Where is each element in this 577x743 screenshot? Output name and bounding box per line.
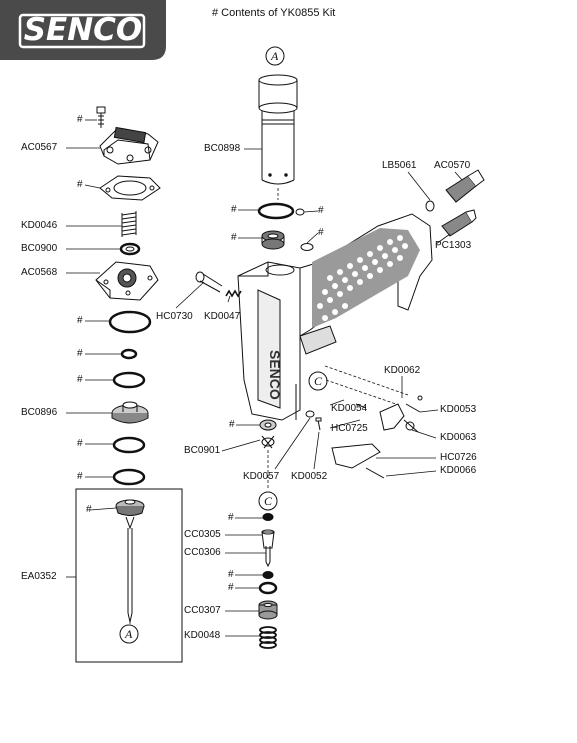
part-label-ac0570: AC0570 bbox=[434, 160, 471, 171]
senco-logo: SENCO bbox=[0, 0, 166, 60]
part-label-kd0048: KD0048 bbox=[184, 630, 221, 641]
part-label-hc0730: HC0730 bbox=[156, 311, 193, 322]
callout-c-lower: C bbox=[264, 494, 273, 508]
part-label-ac0567: AC0567 bbox=[21, 142, 58, 153]
part-label-kd0046: KD0046 bbox=[21, 220, 58, 231]
valve-washer bbox=[259, 419, 277, 449]
head-valve bbox=[95, 261, 159, 301]
valve-stem bbox=[261, 529, 275, 549]
hash-marker: # bbox=[318, 227, 324, 238]
small-o-ring bbox=[305, 410, 315, 418]
part-label-kd0057: KD0057 bbox=[243, 471, 280, 482]
part-label-kd0062: KD0062 bbox=[384, 365, 421, 376]
part-label-ea0352: EA0352 bbox=[21, 571, 57, 582]
part-label-kd0047: KD0047 bbox=[204, 311, 241, 322]
hash-marker: # bbox=[231, 232, 237, 243]
part-label-ac0568: AC0568 bbox=[21, 267, 58, 278]
washer-small bbox=[300, 243, 314, 251]
callout-a-top: A bbox=[271, 49, 279, 63]
callout-a-bottom-circle bbox=[119, 624, 139, 644]
part-label-hc0725: HC0725 bbox=[331, 423, 368, 434]
logo-text: SENCO bbox=[23, 12, 143, 48]
leader-lines bbox=[66, 119, 463, 637]
part-label-kd0054: KD0054 bbox=[331, 403, 368, 414]
part-label-cc0306: CC0306 bbox=[184, 547, 221, 558]
callout-c-lower-circle bbox=[258, 491, 278, 511]
o-ring-small bbox=[295, 208, 305, 216]
hash-marker: # bbox=[77, 315, 83, 326]
hash-marker: # bbox=[77, 114, 83, 125]
hash-marker: # bbox=[231, 204, 237, 215]
o-ring bbox=[258, 581, 278, 595]
cylinder-cap bbox=[99, 126, 159, 165]
part-label-kd0063: KD0063 bbox=[440, 432, 477, 443]
part-label-hc0726: HC0726 bbox=[440, 452, 477, 463]
page-title: # Contents of YK0855 Kit bbox=[212, 7, 336, 19]
valve-spring-lower bbox=[259, 626, 277, 649]
callout-c-housing-circle bbox=[308, 371, 328, 391]
valve-spring bbox=[225, 289, 242, 298]
o-ring bbox=[108, 310, 152, 334]
part-label-bc0898: BC0898 bbox=[204, 143, 241, 154]
part-label-cc0305: CC0305 bbox=[184, 529, 221, 540]
o-ring bbox=[112, 468, 146, 486]
part-label-cc0307: CC0307 bbox=[184, 605, 221, 616]
o-ring bbox=[262, 513, 274, 521]
hash-marker: # bbox=[77, 438, 83, 449]
cylinder-sleeve bbox=[258, 74, 298, 185]
o-ring bbox=[112, 371, 146, 389]
svg-text:SENCO: SENCO bbox=[267, 350, 283, 400]
hash-marker: # bbox=[86, 504, 92, 515]
valve-cap bbox=[258, 600, 278, 620]
cap-screw bbox=[96, 106, 106, 128]
bushing bbox=[261, 230, 285, 250]
o-ring bbox=[257, 202, 295, 220]
hash-marker: # bbox=[229, 419, 235, 430]
part-label-bc0901: BC0901 bbox=[184, 445, 221, 456]
part-label-bc0896: BC0896 bbox=[21, 407, 58, 418]
trigger-assembly bbox=[331, 395, 423, 479]
hash-marker: # bbox=[77, 471, 83, 482]
driver-blade bbox=[115, 499, 145, 623]
o-ring bbox=[112, 436, 146, 454]
callout-a-bottom: A bbox=[125, 627, 133, 641]
air-fittings bbox=[425, 169, 485, 237]
trigger-pin bbox=[195, 271, 223, 293]
tool-housing: SENCO bbox=[237, 213, 433, 421]
part-label-bc0900: BC0900 bbox=[21, 243, 58, 254]
cap-gasket bbox=[99, 175, 161, 201]
part-label-pc1303: PC1303 bbox=[435, 240, 472, 251]
callout-c-housing: C bbox=[314, 374, 323, 388]
part-label-kd0052: KD0052 bbox=[291, 471, 328, 482]
hash-marker: # bbox=[77, 374, 83, 385]
part-label-kd0053: KD0053 bbox=[440, 404, 477, 415]
driver-assembly-box bbox=[75, 488, 183, 663]
part-label-kd0066: KD0066 bbox=[440, 465, 477, 476]
piston bbox=[111, 401, 149, 424]
hash-marker: # bbox=[228, 582, 234, 593]
hash-marker: # bbox=[318, 205, 324, 216]
o-ring bbox=[120, 348, 138, 360]
part-label-lb5061: LB5061 bbox=[382, 160, 417, 171]
hash-marker: # bbox=[228, 569, 234, 580]
valve-pin bbox=[265, 546, 271, 568]
hash-marker: # bbox=[228, 512, 234, 523]
small-screw bbox=[315, 417, 322, 431]
spring bbox=[121, 211, 137, 237]
hash-marker: # bbox=[77, 348, 83, 359]
hash-marker: # bbox=[77, 179, 83, 190]
callout-a-top-circle bbox=[265, 46, 285, 66]
washer bbox=[119, 242, 141, 256]
o-ring bbox=[262, 571, 274, 579]
